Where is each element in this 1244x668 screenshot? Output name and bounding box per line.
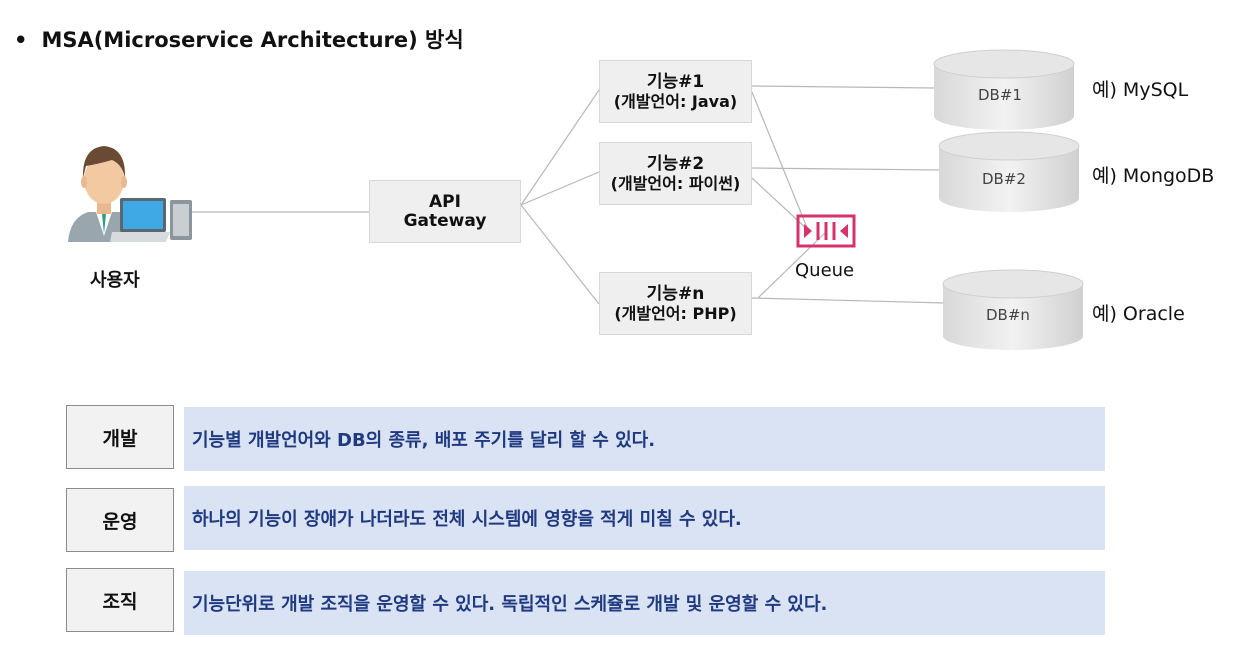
database-icon-3 [941, 268, 1085, 352]
row-label-operation: 운영 [66, 488, 174, 552]
user-label: 사용자 [90, 270, 140, 291]
service-name: 기능#1 [646, 71, 705, 92]
line-service2-db2 [751, 167, 941, 171]
service-lang: (개발언어: PHP) [614, 303, 737, 323]
database-icon-2 [937, 130, 1081, 214]
row-text-operation: 하나의 기능이 장애가 나더라도 전체 시스템에 영향을 적게 미칠 수 있다. [184, 486, 1105, 550]
service-lang: (개발언어: Java) [613, 91, 738, 111]
service-name: 기능#2 [646, 153, 705, 174]
line-gateway-service3 [520, 204, 600, 305]
bullet-icon: • [14, 28, 28, 52]
database-icon-1 [932, 48, 1076, 132]
queue-label: Queue [795, 260, 855, 281]
db-label-1: DB#1 [978, 86, 1022, 104]
service-box-1: 기능#1 (개발언어: Java) [599, 60, 752, 123]
api-gateway-box: API Gateway [369, 180, 521, 243]
line-service3-db3 [751, 297, 946, 304]
user-figure [66, 138, 196, 248]
row-label-development: 개발 [66, 405, 174, 469]
line-gateway-service1 [520, 89, 600, 206]
gateway-line1: API [429, 191, 461, 212]
service-lang: (개발언어: 파이썬) [610, 173, 741, 193]
line-service1-db1 [751, 85, 936, 89]
user-icon [68, 146, 192, 242]
gateway-line2: Gateway [403, 210, 487, 231]
page-title-text: MSA(Microservice Architecture) 방식 [41, 28, 464, 52]
page-title: • MSA(Microservice Architecture) 방식 [14, 24, 464, 54]
db-example-2: 예) MongoDB [1092, 165, 1215, 187]
db-label-2: DB#2 [982, 170, 1026, 188]
db-example-n: 예) Oracle [1092, 303, 1185, 325]
row-text-development: 기능별 개발언어와 DB의 종류, 배포 주기를 달리 할 수 있다. [184, 407, 1105, 471]
line-service1-queue [751, 91, 809, 231]
queue-icon [796, 214, 856, 250]
db-example-1: 예) MySQL [1092, 79, 1189, 101]
row-text-organization: 기능단위로 개발 조직을 운영할 수 있다. 독립적인 스케쥴로 개발 및 운영… [184, 571, 1105, 635]
service-name: 기능#n [646, 283, 705, 304]
line-gateway-service2 [520, 171, 600, 206]
line-service3-queue [757, 231, 827, 299]
db-label-n: DB#n [986, 306, 1030, 324]
service-box-2: 기능#2 (개발언어: 파이썬) [599, 142, 752, 205]
service-box-n: 기능#n (개발언어: PHP) [599, 272, 752, 335]
row-label-organization: 조직 [66, 568, 174, 632]
